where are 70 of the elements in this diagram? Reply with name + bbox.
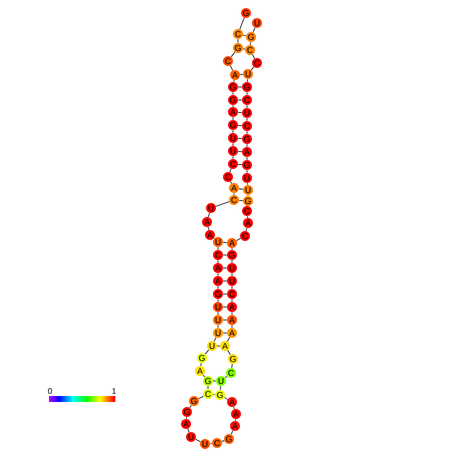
base-pair-line xyxy=(222,306,228,308)
backbone-line xyxy=(232,142,234,146)
backbone-line xyxy=(202,374,206,378)
backbone-line xyxy=(232,104,234,108)
backbone-line xyxy=(252,54,255,59)
base-pair-line xyxy=(238,164,242,165)
backbone-line xyxy=(230,65,234,71)
backbone-line xyxy=(236,238,241,241)
backbone-line xyxy=(230,168,232,172)
backbone-line xyxy=(230,430,234,435)
base-pair-line xyxy=(240,74,244,75)
backbone-line xyxy=(246,130,248,134)
backbone-line xyxy=(231,364,233,368)
base-pair-line xyxy=(238,86,242,88)
backbone-line xyxy=(247,182,248,186)
backbone-line xyxy=(227,350,231,355)
backbone-line xyxy=(230,181,232,184)
backbone-line xyxy=(200,362,202,366)
backbone-line xyxy=(246,104,248,108)
backbone-line xyxy=(224,397,228,400)
backbone-line xyxy=(195,438,201,442)
base-pair-line xyxy=(212,394,216,395)
backbone-line xyxy=(246,228,248,232)
backbone-line xyxy=(189,405,192,408)
base-pair-line xyxy=(238,200,244,201)
scale-label: 1 xyxy=(112,388,116,394)
backbone-line xyxy=(233,406,235,410)
backbone-line xyxy=(220,386,221,390)
backbone-line xyxy=(214,337,216,342)
backbone-line xyxy=(216,201,230,207)
backbone-line xyxy=(246,144,248,148)
backbone-line xyxy=(235,418,236,422)
base-pair-line xyxy=(222,242,228,243)
backbone-line xyxy=(208,226,210,230)
backbone-line xyxy=(198,396,204,400)
base-pair-line xyxy=(238,138,242,139)
backbone-line xyxy=(204,350,210,354)
backbone-line xyxy=(232,156,234,160)
scale-label: 0 xyxy=(48,388,52,394)
backbone-line xyxy=(246,156,248,160)
backbone-line xyxy=(208,212,210,218)
base-pair-line xyxy=(238,112,242,113)
base-pair-line xyxy=(222,332,228,334)
base-pair-line xyxy=(212,380,216,382)
backbone-line xyxy=(188,428,190,432)
backbone-line xyxy=(210,443,212,444)
backbone-line xyxy=(246,170,248,174)
backbone-line xyxy=(224,376,228,378)
base-pair-line xyxy=(222,280,228,282)
base-pair-line xyxy=(242,48,246,50)
backbone-line xyxy=(247,216,248,218)
backbone-line xyxy=(230,52,236,58)
backbone-line xyxy=(232,116,234,120)
backbone-line xyxy=(240,18,244,30)
backbone-line xyxy=(250,66,254,70)
backbone-line xyxy=(227,337,230,342)
base-pair-line xyxy=(238,151,242,152)
base-pair-line xyxy=(238,125,242,126)
backbone-line xyxy=(232,92,234,96)
backbone-line xyxy=(222,440,224,442)
backbone-line xyxy=(250,42,251,46)
base-pair-line xyxy=(238,188,244,190)
base-pair-line xyxy=(242,34,246,36)
backbone-line xyxy=(246,118,248,122)
backbone-line xyxy=(246,92,248,96)
backbone-line xyxy=(186,416,187,420)
base-pair-line xyxy=(222,254,228,256)
backbone-line xyxy=(247,78,248,82)
backbone-line xyxy=(232,130,234,134)
backbone-line xyxy=(252,27,256,33)
